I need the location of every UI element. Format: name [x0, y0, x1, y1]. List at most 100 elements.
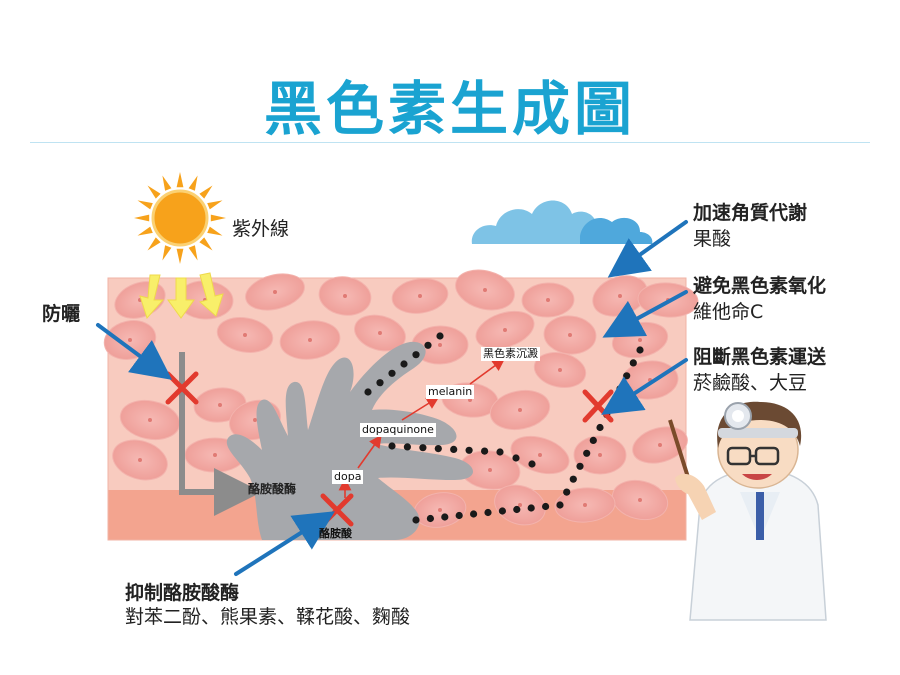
tyrosinase-path-arrow: [179, 352, 262, 516]
cell-nucleus: [568, 333, 572, 337]
sunscreen-label: 防曬: [42, 303, 81, 325]
cell-nucleus: [438, 343, 442, 347]
melanin-granule: [424, 341, 432, 349]
sun-ray: [134, 214, 150, 222]
cell-nucleus: [546, 298, 550, 302]
cell-nucleus: [213, 453, 217, 457]
melanin-granule: [481, 447, 489, 455]
melanocyte: [226, 341, 474, 540]
doctor-icon: [668, 401, 827, 621]
sun-ray: [162, 175, 172, 191]
sun-icon: [134, 172, 226, 264]
melanin-granule: [436, 332, 444, 340]
cell-nucleus: [468, 398, 472, 402]
melanin-granule: [609, 398, 617, 406]
sun-ray: [188, 175, 198, 191]
melanin-granule: [496, 448, 504, 456]
cell-nucleus: [148, 418, 152, 422]
melanin-granule: [528, 460, 536, 468]
pathway-arrows: [338, 358, 506, 498]
melanin-granule: [403, 443, 411, 451]
cell-nucleus: [558, 368, 562, 372]
melanin-granule: [616, 385, 624, 393]
cell-nucleus: [138, 458, 142, 462]
melanin-granule: [376, 379, 384, 387]
melanin-granule: [400, 360, 408, 368]
cell-nucleus: [518, 408, 522, 412]
melanin-granule: [583, 449, 591, 457]
cell-nucleus: [418, 294, 422, 298]
remedy-tyrosinase-ingredients: 對苯二酚、熊果素、鞣花酸、麴酸: [125, 606, 411, 628]
cell-nucleus: [583, 503, 587, 507]
sun-ray: [207, 226, 223, 236]
melanin-granule: [388, 442, 396, 450]
cell-nucleus: [378, 331, 382, 335]
cell-nucleus: [253, 418, 257, 422]
sun-ray: [199, 237, 213, 251]
melanin-granule: [434, 445, 442, 453]
melanin-granule: [542, 502, 550, 511]
melanin-granule: [512, 454, 520, 462]
sun-ray: [137, 200, 153, 210]
cell-nucleus: [243, 333, 247, 337]
melanin-granule: [470, 510, 478, 518]
cell-nucleus: [308, 338, 312, 342]
sun-ray: [137, 226, 153, 236]
cell-nucleus: [518, 503, 522, 507]
melanin-granule: [589, 436, 597, 444]
cell-nucleus: [488, 468, 492, 472]
melanin-granule: [563, 488, 571, 496]
arrow-icon: [96, 220, 688, 576]
melanin-granule: [513, 505, 521, 514]
cell-nucleus: [273, 290, 277, 294]
cell-nucleus: [658, 443, 662, 447]
melanin-deposit-label: 黑色素沉澱: [481, 347, 540, 361]
sun-ray: [147, 185, 161, 199]
melanin-granule: [623, 372, 631, 380]
melanin-granule: [629, 359, 637, 367]
sun-ray: [162, 245, 172, 261]
melanin-granule: [388, 369, 396, 377]
remedy-exfoliation-title: 加速角質代謝: [693, 202, 808, 224]
melanin-granule: [527, 504, 535, 512]
remedy-transport-block-ingredients: 菸鹼酸、大豆: [693, 372, 808, 394]
remedy-tyrosinase-title: 抑制酪胺酸酶: [125, 582, 240, 604]
melanin-granule: [596, 423, 604, 432]
tyrosinase-label: 酪胺酸酶: [248, 482, 297, 496]
cell-nucleus: [638, 498, 642, 502]
melanin-granule: [364, 388, 372, 396]
remedy-antioxidation-ingredients: 維他命C: [693, 301, 764, 323]
melanin-granule: [419, 444, 427, 452]
melanin-granule: [412, 351, 420, 359]
uv-arrows: [139, 272, 224, 319]
cell-nucleus: [218, 403, 222, 407]
melanin-granule: [441, 513, 449, 521]
cell-nucleus: [618, 294, 622, 298]
melanin-granule: [450, 445, 458, 453]
melanin-granule: [498, 507, 506, 515]
melanin-granule: [426, 514, 434, 523]
cloud-icon: [471, 200, 653, 244]
sun-ray: [210, 214, 226, 222]
sun-ray: [147, 237, 161, 251]
cell-nucleus: [128, 338, 132, 342]
melanin-granule: [455, 511, 463, 520]
sun-ray: [199, 185, 213, 199]
cell-nucleus: [598, 453, 602, 457]
uv-label: 紫外線: [232, 218, 290, 240]
sun-ray: [176, 172, 184, 188]
melanin-label: melanin: [426, 385, 475, 399]
cell-nucleus: [503, 328, 507, 332]
melanin-granule: [576, 462, 584, 470]
dopaquinone-label: dopaquinone: [360, 423, 436, 437]
melanin-granules: [364, 332, 644, 524]
title-divider: [30, 142, 870, 143]
remedy-exfoliation-ingredients: 果酸: [693, 228, 732, 250]
page-title: 黑色素生成圖: [263, 75, 636, 143]
melanin-granule: [412, 516, 420, 524]
remedy-transport-block-title: 阻斷黑色素運送: [693, 346, 827, 368]
cell-nucleus: [638, 338, 642, 342]
melanin-granule: [556, 501, 564, 509]
melanin-granule: [465, 446, 473, 454]
